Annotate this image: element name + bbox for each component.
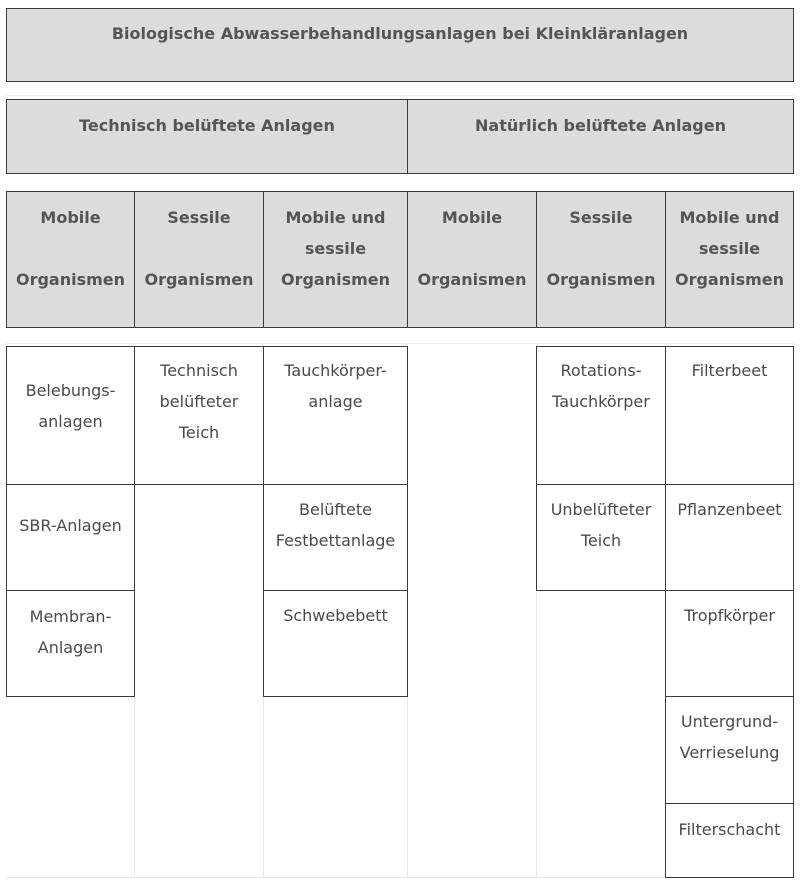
item-label: Filterschacht	[678, 820, 781, 839]
category-label: Sessile Organismen	[546, 208, 656, 289]
category-mobile-technisch: Mobile Organismen	[6, 191, 135, 328]
item-label: Untergrund- Verrieselung	[679, 712, 780, 762]
guide-line	[536, 590, 537, 878]
item-label: SBR-Anlagen	[19, 516, 122, 535]
guide-line	[263, 696, 264, 878]
item-label: Filterbeet	[691, 361, 768, 380]
item-label: Belüftete Festbettanlage	[275, 500, 396, 550]
category-mobile-sessile-natuerlich: Mobile und sessile Organismen	[665, 191, 794, 328]
item-filterschacht: Filterschacht	[665, 803, 794, 878]
category-label: Sessile Organismen	[144, 208, 254, 289]
item-label: Belebungs- anlagen	[25, 381, 116, 431]
item-tauchkoerperanlage: Tauchkörper- anlage	[263, 346, 408, 485]
category-mobile-sessile-technisch: Mobile und sessile Organismen	[263, 191, 408, 328]
item-label: Pflanzenbeet	[677, 500, 782, 519]
category-mobile-natuerlich: Mobile Organismen	[407, 191, 537, 328]
item-unbelueufteter-teich: Unbelüfteter Teich	[536, 484, 666, 591]
item-label: Schwebebett	[283, 606, 388, 625]
item-belebungsanlagen: Belebungs- anlagen	[6, 346, 135, 485]
item-label: Technisch belüfteter Teich	[159, 361, 239, 442]
category-label: Mobile Organismen	[417, 208, 527, 289]
group-natuerlich: Natürlich belüftete Anlagen	[407, 99, 794, 174]
group-technisch: Technisch belüftete Anlagen	[6, 99, 408, 174]
item-label: Unbelüfteter Teich	[550, 500, 652, 550]
item-pflanzenbeet: Pflanzenbeet	[665, 484, 794, 591]
category-label: Mobile Organismen	[15, 208, 126, 289]
category-sessile-natuerlich: Sessile Organismen	[536, 191, 666, 328]
separator-line	[6, 95, 794, 96]
item-label: Tropfkörper	[684, 606, 775, 625]
item-sbr-anlagen: SBR-Anlagen	[6, 484, 135, 591]
item-schwebebett: Schwebebett	[263, 590, 408, 697]
bottom-line	[6, 877, 794, 878]
separator-line	[6, 343, 794, 344]
item-label: Tauchkörper- anlage	[284, 361, 387, 411]
item-belueftete-festbettanlage: Belüftete Festbettanlage	[263, 484, 408, 591]
diagram-title-text: Biologische Abwasserbehandlungsanlagen b…	[111, 24, 689, 43]
item-technisch-belueufteter-teich: Technisch belüfteter Teich	[134, 346, 264, 485]
group-label: Technisch belüftete Anlagen	[79, 116, 335, 135]
item-rotations-tauchkoerper: Rotations- Tauchkörper	[536, 346, 666, 485]
item-tropfkoerper: Tropfkörper	[665, 590, 794, 697]
category-label: Mobile und sessile Organismen	[674, 208, 785, 289]
item-label: Rotations- Tauchkörper	[552, 361, 650, 411]
diagram-title: Biologische Abwasserbehandlungsanlagen b…	[6, 8, 794, 82]
item-filterbeet: Filterbeet	[665, 346, 794, 485]
category-label: Mobile und sessile Organismen	[280, 208, 391, 289]
item-label: Membran- Anlagen	[29, 607, 112, 657]
item-membran-anlagen: Membran- Anlagen	[6, 590, 135, 697]
category-sessile-technisch: Sessile Organismen	[134, 191, 264, 328]
item-untergrund-verrieselung: Untergrund- Verrieselung	[665, 696, 794, 804]
group-label: Natürlich belüftete Anlagen	[475, 116, 726, 135]
